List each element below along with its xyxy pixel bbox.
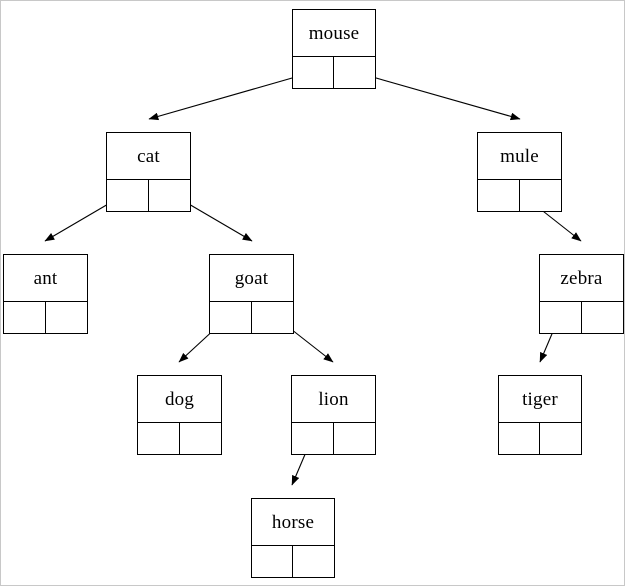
node-label-mule: mule [478,133,561,180]
tree-node-lion[interactable]: lion [291,375,376,455]
node-left-pointer-dog[interactable] [138,423,180,454]
node-left-pointer-ant[interactable] [4,302,46,333]
node-right-pointer-goat[interactable] [252,302,294,333]
node-pointers-dog [138,423,221,454]
tree-node-mouse[interactable]: mouse [292,9,376,89]
node-pointers-tiger [499,423,581,454]
node-label-dog: dog [138,376,221,423]
node-right-pointer-ant[interactable] [46,302,88,333]
node-left-pointer-cat[interactable] [107,180,149,211]
node-right-pointer-horse[interactable] [293,546,334,577]
node-label-tiger: tiger [499,376,581,423]
tree-node-zebra[interactable]: zebra [539,254,624,334]
node-left-pointer-horse[interactable] [252,546,293,577]
tree-node-tiger[interactable]: tiger [498,375,582,455]
node-left-pointer-goat[interactable] [210,302,252,333]
tree-node-dog[interactable]: dog [137,375,222,455]
node-right-pointer-lion[interactable] [334,423,376,454]
node-pointers-lion [292,423,375,454]
node-left-pointer-mule[interactable] [478,180,520,211]
edge-mouse-right-to-mule [354,71,521,121]
node-label-ant: ant [4,255,87,302]
node-left-pointer-tiger[interactable] [499,423,540,454]
node-right-pointer-mouse[interactable] [334,57,375,88]
tree-node-mule[interactable]: mule [477,132,562,212]
edge-mouse-left-to-cat [148,71,314,121]
node-pointers-ant [4,302,87,333]
node-pointers-cat [107,180,190,211]
tree-node-horse[interactable]: horse [251,498,335,578]
node-right-pointer-mule[interactable] [520,180,562,211]
tree-node-goat[interactable]: goat [209,254,294,334]
node-pointers-goat [210,302,293,333]
node-label-goat: goat [210,255,293,302]
tree-node-ant[interactable]: ant [3,254,88,334]
node-label-lion: lion [292,376,375,423]
node-right-pointer-dog[interactable] [180,423,222,454]
node-pointers-mouse [293,57,375,88]
node-left-pointer-lion[interactable] [292,423,334,454]
node-label-horse: horse [252,499,334,546]
node-pointers-horse [252,546,334,577]
node-pointers-zebra [540,302,623,333]
node-right-pointer-cat[interactable] [149,180,191,211]
node-left-pointer-mouse[interactable] [293,57,334,88]
node-label-zebra: zebra [540,255,623,302]
tree-node-cat[interactable]: cat [106,132,191,212]
node-label-mouse: mouse [293,10,375,57]
node-right-pointer-zebra[interactable] [582,302,624,333]
node-right-pointer-tiger[interactable] [540,423,581,454]
node-left-pointer-zebra[interactable] [540,302,582,333]
node-label-cat: cat [107,133,190,180]
node-pointers-mule [478,180,561,211]
